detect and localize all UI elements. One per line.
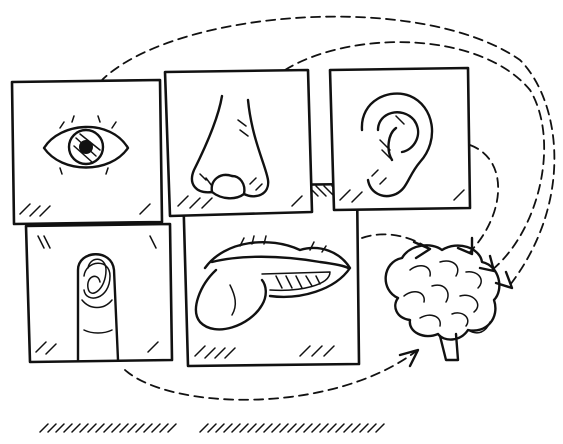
panel-hearing [330, 68, 470, 210]
panel-sight [12, 80, 162, 224]
brain-icon [386, 245, 500, 360]
panel-touch [26, 224, 172, 362]
panel-smell [165, 70, 312, 216]
arrow-hearing-to-brain [470, 145, 498, 252]
ground-hatching [40, 424, 384, 432]
